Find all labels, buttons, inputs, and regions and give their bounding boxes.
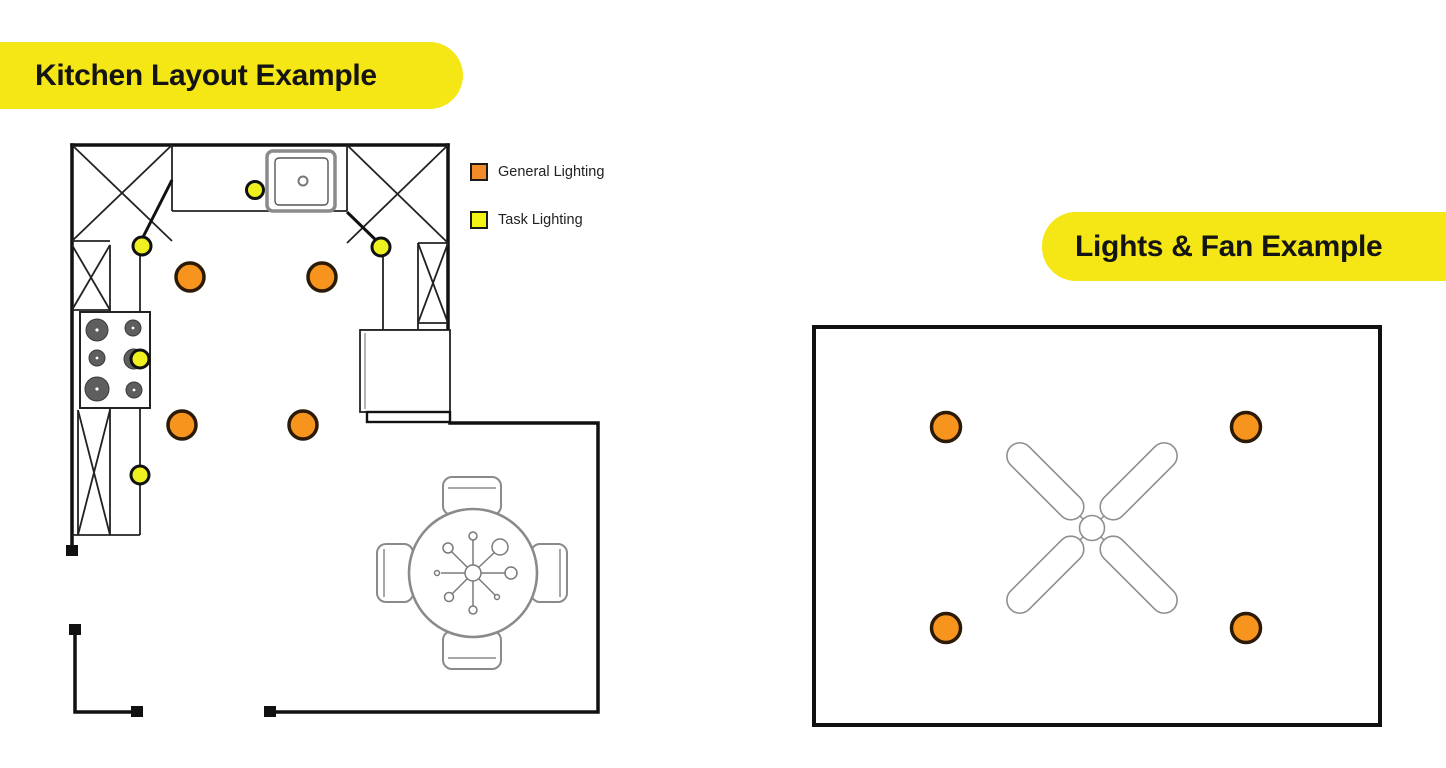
wall-cap [264, 706, 276, 717]
lighting-legend: General Lighting Task Lighting [470, 163, 604, 259]
kitchen-walls [66, 143, 600, 717]
general-light [1229, 410, 1263, 444]
kitchen-title-badge: Kitchen Layout Example [0, 42, 463, 109]
task-lighting-swatch [470, 211, 488, 229]
table-centerpiece [433, 531, 518, 615]
legend-item-general: General Lighting [470, 163, 604, 181]
dining-table [376, 476, 568, 670]
task-light [129, 464, 151, 486]
wall-cap [66, 545, 78, 556]
lights-fan-title: Lights & Fan Example [1075, 229, 1383, 263]
kitchen-floorplan [66, 143, 600, 717]
fan-blade [1099, 535, 1178, 614]
chair [376, 543, 414, 603]
corner-cabinet-right [345, 144, 449, 248]
fan-hub [1078, 514, 1106, 542]
chair [530, 543, 568, 603]
general-light [929, 611, 963, 645]
fan-blade [1006, 535, 1085, 614]
sink-drain [297, 175, 309, 187]
lights-fan-title-badge: Lights & Fan Example [1042, 212, 1446, 281]
kitchen-general-lights [166, 261, 338, 441]
general-light [287, 409, 319, 441]
kitchen-task-lights [129, 180, 392, 486]
general-light [929, 410, 963, 444]
sink [265, 149, 337, 213]
kitchen-title: Kitchen Layout Example [35, 58, 377, 92]
ceiling-fan [1006, 442, 1178, 614]
task-light [131, 235, 153, 257]
general-light [174, 261, 206, 293]
lights-fan-room [812, 325, 1382, 727]
fan-blade [1006, 442, 1085, 521]
task-light [129, 348, 151, 370]
corner-cabinet-left [71, 144, 174, 246]
general-lighting-swatch [470, 163, 488, 181]
right-counter [360, 242, 449, 331]
refrigerator [359, 329, 452, 424]
wall-cap [69, 624, 81, 635]
fan-blade [1099, 442, 1178, 521]
general-light [1229, 611, 1263, 645]
general-light [166, 409, 198, 441]
room-general-lights [929, 410, 1263, 645]
legend-label: General Lighting [498, 164, 605, 180]
task-light [370, 236, 392, 258]
wall-cap [131, 706, 143, 717]
legend-item-task: Task Lighting [470, 211, 604, 229]
general-light [306, 261, 338, 293]
stove [79, 311, 151, 409]
legend-label: Task Lighting [498, 212, 583, 228]
task-light [245, 180, 265, 200]
